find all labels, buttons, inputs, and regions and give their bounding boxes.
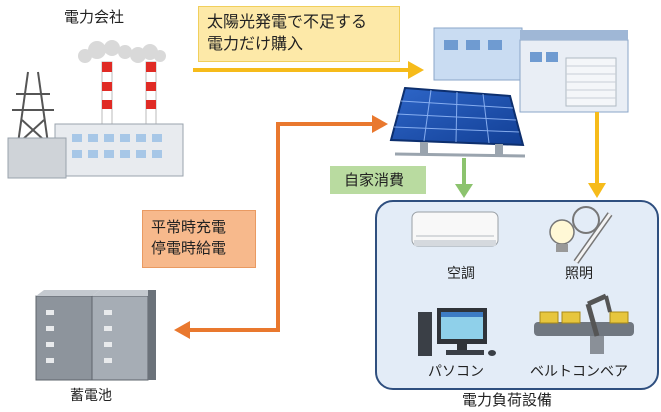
load-item-air-conditioner: 空調 (447, 266, 475, 282)
conveyor-robot-icon (534, 293, 634, 354)
grid-callout-line2: 電力だけ購入 (207, 34, 304, 53)
factory-building-icon (433, 27, 629, 113)
computer-icon (418, 308, 496, 356)
solar-panel-icon (389, 86, 526, 158)
grid-arrow-head (408, 61, 424, 79)
battery-callout-line1: 平常時充電 (151, 218, 227, 236)
load-item-lighting: 照明 (565, 266, 593, 282)
load-item-conveyor: ベルトコンベア (530, 364, 628, 380)
power-company-label: 電力会社 (64, 8, 125, 26)
self-consumption-label: 自家消費 (344, 171, 405, 189)
power-plant-icon (7, 40, 184, 179)
self-consumption-callout: 自家消費 (330, 166, 426, 194)
battery-callout: 平常時充電 停電時給電 (142, 210, 256, 268)
load-item-computer: パソコン (428, 364, 484, 380)
grid-callout-line1: 太陽光発電で不足する (207, 12, 368, 31)
load-facility-label: 電力負荷設備 (462, 391, 553, 409)
lightbulb-icon (549, 206, 613, 264)
battery-label: 蓄電池 (70, 388, 112, 404)
grid-purchase-callout: 太陽光発電で不足する 電力だけ購入 (198, 6, 400, 62)
air-conditioner-icon (411, 211, 499, 247)
battery-callout-line2: 停電時給電 (151, 239, 227, 257)
battery-icon (35, 290, 156, 381)
